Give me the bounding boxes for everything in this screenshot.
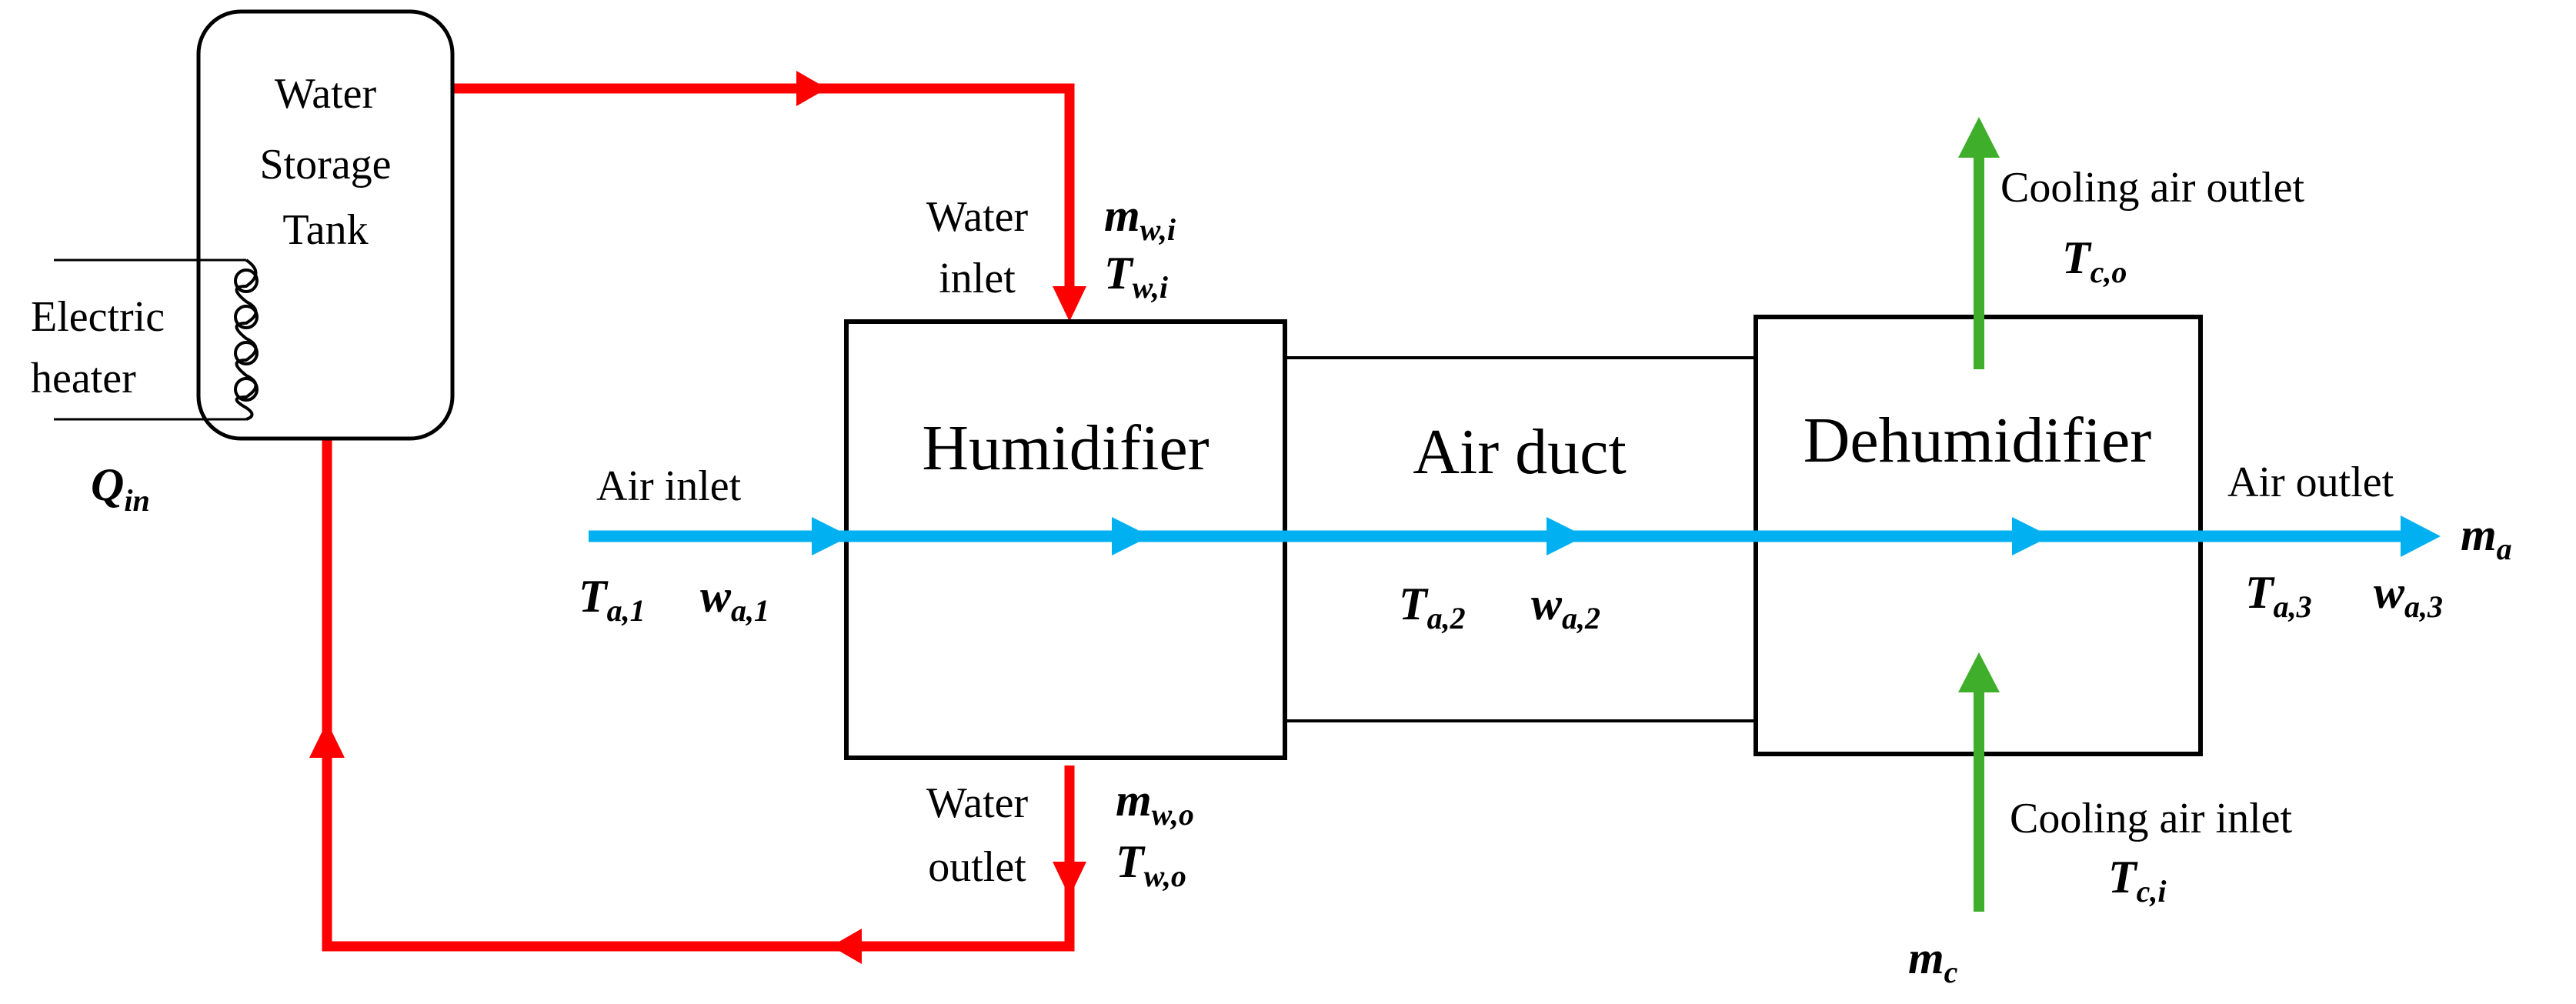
w-a1-sub: a,1 bbox=[731, 593, 769, 628]
t-a1-base: T bbox=[579, 571, 609, 622]
air-duct-label: Air duct bbox=[1413, 416, 1627, 488]
t-c-o-sub: c,o bbox=[2090, 255, 2127, 289]
water-supply-line bbox=[454, 83, 1075, 312]
cooling-air-outlet-arrow bbox=[1958, 117, 2000, 158]
water-inlet-label-line1: Water bbox=[926, 193, 1029, 241]
m-c-base: m bbox=[1908, 932, 1944, 983]
water-supply-arrow-right bbox=[796, 71, 827, 106]
t-a2-symbol: Ta,2 bbox=[1399, 579, 1466, 635]
t-c-o-symbol: Tc,o bbox=[2062, 232, 2127, 289]
cooling-air-outlet-label: Cooling air outlet bbox=[2000, 164, 2305, 212]
cooling-air-inlet-arrow bbox=[1958, 652, 2000, 692]
w-a2-sub: a,2 bbox=[1562, 601, 1600, 635]
w-a3-base: w bbox=[2374, 567, 2405, 618]
air-duct: Air duct bbox=[1285, 356, 1756, 722]
t-a2-sub: a,2 bbox=[1427, 601, 1466, 635]
air-inlet-arrow bbox=[812, 517, 850, 555]
cooling-air bbox=[1958, 117, 2000, 912]
w-a1-base: w bbox=[700, 571, 732, 622]
t-c-i-base: T bbox=[2108, 852, 2138, 902]
t-a1-symbol: Ta,1 bbox=[579, 571, 646, 628]
q-in-sub: in bbox=[124, 483, 149, 518]
water-outlet-arrow-down bbox=[1053, 862, 1086, 897]
m-w-o-symbol: mw,o bbox=[1116, 775, 1194, 832]
t-w-i-base: T bbox=[1104, 248, 1134, 299]
w-a2-symbol: wa,2 bbox=[1531, 579, 1600, 635]
t-a3-sub: a,3 bbox=[2274, 589, 2312, 624]
heater-label-line2: heater bbox=[31, 355, 136, 402]
m-w-o-base: m bbox=[1116, 775, 1152, 826]
w-a3-sub: a,3 bbox=[2404, 589, 2443, 624]
tank-label-line3: Tank bbox=[282, 206, 368, 254]
m-w-i-sub: w,i bbox=[1140, 212, 1176, 247]
w-a1-symbol: wa,1 bbox=[700, 571, 769, 628]
air-stream bbox=[589, 515, 2441, 557]
m-c-symbol: mc bbox=[1908, 932, 1958, 989]
cooling-air-inlet-label: Cooling air inlet bbox=[2010, 795, 2293, 842]
humidifier-label: Humidifier bbox=[922, 412, 1209, 484]
t-a3-symbol: Ta,3 bbox=[2245, 567, 2312, 624]
t-w-o-symbol: Tw,o bbox=[1116, 836, 1186, 893]
air-outlet-label: Air outlet bbox=[2227, 459, 2394, 506]
air-duct-arrow bbox=[1547, 517, 1585, 555]
t-c-i-sub: c,i bbox=[2137, 874, 2167, 909]
water-return-line bbox=[322, 439, 1075, 952]
q-in-symbol: Qin bbox=[91, 459, 150, 518]
water-outlet-label-line1: Water bbox=[926, 779, 1029, 827]
m-w-i-symbol: mw,i bbox=[1104, 190, 1176, 247]
t-w-o-sub: w,o bbox=[1144, 859, 1186, 893]
air-dehumidifier-arrow bbox=[2012, 517, 2050, 555]
water-inlet-label-line2: inlet bbox=[939, 255, 1016, 302]
w-a2-base: w bbox=[1531, 579, 1563, 629]
m-a-base: m bbox=[2461, 509, 2497, 560]
q-in-base: Q bbox=[91, 459, 124, 510]
t-a3-base: T bbox=[2245, 567, 2275, 618]
water-return-arrow-left bbox=[831, 929, 862, 964]
heater-label-line1: Electric bbox=[31, 293, 165, 341]
t-w-o-base: T bbox=[1116, 836, 1146, 887]
t-a2-base: T bbox=[1399, 579, 1429, 629]
air-humidifier-arrow bbox=[1112, 517, 1150, 555]
t-c-o-base: T bbox=[2062, 232, 2092, 283]
m-a-symbol: ma bbox=[2461, 509, 2512, 566]
water-inlet-arrow-down bbox=[1053, 286, 1086, 322]
t-c-i-symbol: Tc,i bbox=[2108, 852, 2167, 909]
m-c-sub: c bbox=[1944, 955, 1958, 989]
water-return-arrow-up bbox=[309, 722, 345, 758]
t-w-i-symbol: Tw,i bbox=[1104, 248, 1168, 305]
water-loop bbox=[309, 71, 1086, 964]
water-outlet-label-line2: outlet bbox=[928, 843, 1026, 891]
m-w-i-base: m bbox=[1104, 190, 1140, 241]
m-a-sub: a bbox=[2497, 532, 2512, 566]
tank-label-line2: Storage bbox=[259, 141, 391, 188]
water-storage-tank: Water Storage Tank bbox=[196, 9, 455, 441]
air-outlet-arrow bbox=[2401, 515, 2441, 557]
tank-label-line1: Water bbox=[275, 70, 377, 118]
air-inlet-label: Air inlet bbox=[596, 462, 742, 510]
dehumidifier-label: Dehumidifier bbox=[1804, 405, 2152, 476]
t-a1-sub: a,1 bbox=[607, 593, 646, 628]
t-w-i-sub: w,i bbox=[1133, 270, 1168, 305]
w-a3-symbol: wa,3 bbox=[2374, 567, 2443, 624]
m-w-o-sub: w,o bbox=[1152, 797, 1194, 832]
electric-heater: Electric heater bbox=[31, 259, 259, 421]
